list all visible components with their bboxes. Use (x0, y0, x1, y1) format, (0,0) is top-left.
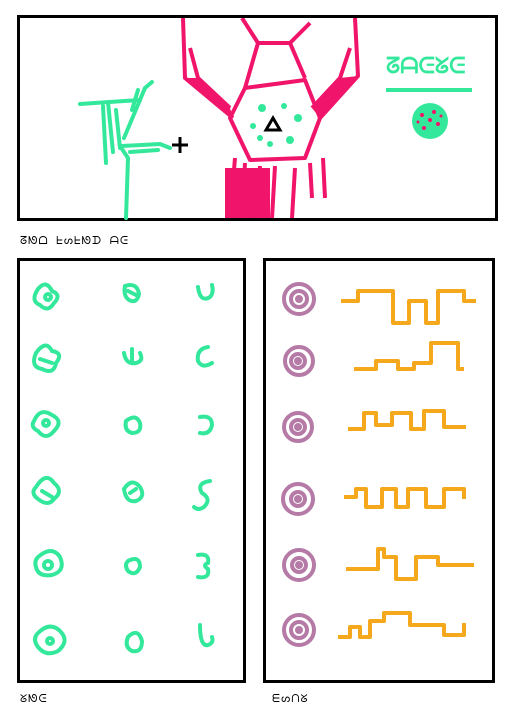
crosshair-icon[interactable] (172, 137, 188, 153)
spiral-icon-6[interactable] (282, 613, 316, 647)
green-structure (78, 80, 172, 220)
spiral-icon-3[interactable] (282, 411, 314, 443)
wave-line-5 (346, 547, 474, 581)
inventory-item-5b[interactable] (124, 557, 143, 576)
inventory-item-6a[interactable] (33, 624, 67, 656)
inventory-item-2b[interactable] (122, 347, 144, 366)
inventory-caption: ᘜᘚᕮ (20, 692, 48, 705)
inventory-item-2c[interactable] (195, 345, 214, 368)
wave-panel (263, 258, 495, 683)
wave-line-6 (338, 611, 466, 639)
wave-line-2 (354, 341, 464, 371)
spiral-icon-2[interactable] (283, 345, 315, 377)
inventory-item-3c[interactable] (198, 414, 215, 436)
inventory-item-3b[interactable] (123, 415, 143, 436)
tower-window-dots (250, 103, 302, 147)
inventory-item-2a[interactable] (32, 343, 62, 373)
inventory-item-4c[interactable] (192, 479, 212, 511)
inventory-item-4b[interactable] (122, 480, 145, 504)
inventory-item-6c[interactable] (198, 623, 215, 648)
scene-caption: ᘔᘚᗝ ᖶᔕᖶᘚᗪ ᗩᕮ (20, 234, 130, 247)
inventory-item-1a[interactable] (32, 282, 60, 311)
inventory-item-5c[interactable] (196, 552, 211, 580)
inventory-item-5a[interactable] (33, 549, 64, 578)
inventory-item-3a[interactable] (30, 410, 61, 438)
inventory-canvas (30, 282, 215, 656)
inventory-panel (17, 258, 246, 683)
magenta-fill (185, 76, 358, 218)
wave-line-1 (341, 289, 476, 325)
header-glyph-text: ᘔᗩᕮᘜᕮ (386, 54, 465, 79)
spiral-icon-5[interactable] (282, 548, 316, 582)
triangle-marker-icon[interactable] (263, 115, 283, 132)
inventory-item-1b[interactable] (122, 283, 142, 304)
inventory-item-6b[interactable] (124, 630, 145, 654)
wave-canvas (281, 282, 476, 647)
spiral-icon-4[interactable] (281, 482, 315, 516)
wave-caption: ᗴᔕᑎᘜ (272, 692, 309, 705)
scene-panel: ᘔᗩᕮᘜᕮ (17, 15, 498, 221)
spiral-icon-1[interactable] (282, 282, 316, 316)
inventory-item-1c[interactable] (196, 283, 215, 301)
inventory-item-4a[interactable] (31, 475, 61, 505)
wave-line-3 (348, 409, 466, 431)
magenta-tower (181, 18, 360, 219)
speckled-orb-icon[interactable] (412, 103, 448, 139)
scene-canvas: ᘔᗩᕮᘜᕮ (78, 18, 472, 220)
wave-line-4 (344, 487, 466, 509)
